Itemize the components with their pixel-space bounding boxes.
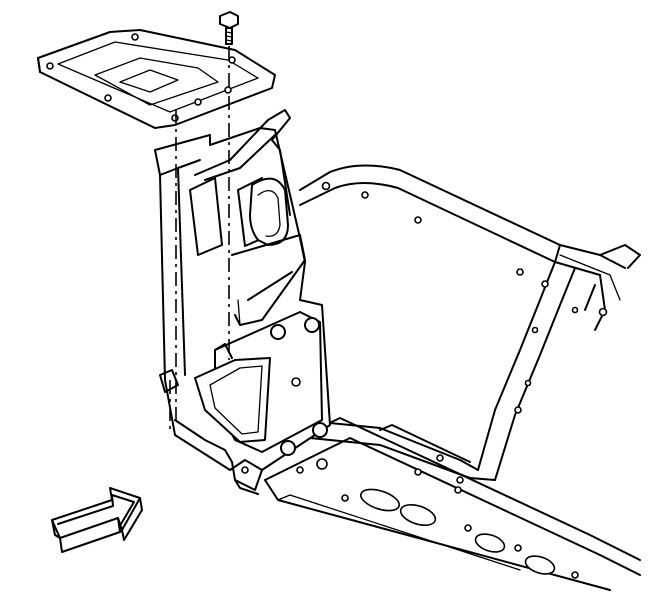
bolt-icon [219, 11, 239, 45]
floor-pan [254, 417, 641, 591]
support-bracket [154, 109, 331, 495]
frame-rail [299, 164, 641, 484]
arrow-icon [51, 487, 143, 553]
cover-plate [37, 29, 276, 129]
alignment-lines [169, 46, 230, 430]
